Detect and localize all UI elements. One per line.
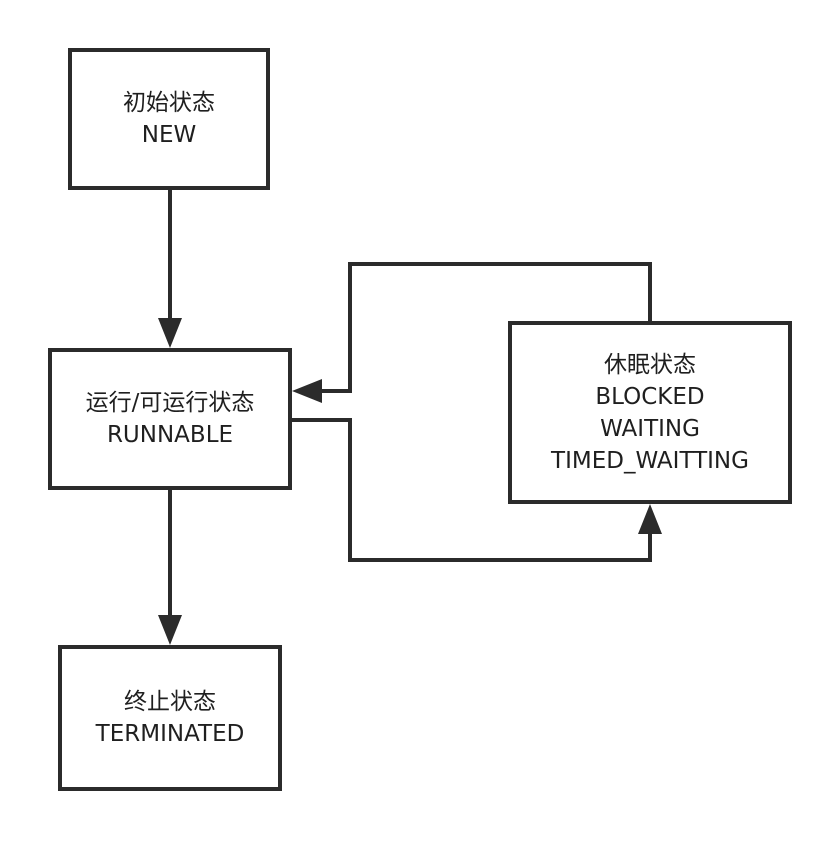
arrow-new-to-runnable [158,190,182,348]
state-blocked-code-blocked: BLOCKED [595,383,705,410]
state-terminated-box: 终止状态 TERMINATED [58,645,282,791]
state-blocked-name: 休眠状态 [604,351,696,378]
state-runnable-name: 运行/可运行状态 [85,390,255,416]
state-new-name: 初始状态 [123,90,215,116]
arrowhead-runnable-to-blocked [638,504,662,534]
arrowhead-blocked-to-runnable [292,379,322,403]
arrow-blocked-to-runnable [292,262,652,403]
state-terminated-name: 终止状态 [124,689,216,715]
state-new-box: 初始状态 NEW [68,48,270,190]
state-new-code: NEW [141,122,197,148]
state-blocked-box: 休眠状态 BLOCKED WAITING TIMED_WAITTING [508,321,792,504]
state-terminated-code: TERMINATED [95,721,245,747]
arrow-runnable-to-terminated [158,490,182,645]
state-runnable-box: 运行/可运行状态 RUNNABLE [48,348,292,490]
state-blocked-code-timed-waiting: TIMED_WAITTING [551,447,749,474]
arrowhead-new-to-runnable [158,318,182,348]
state-runnable-code: RUNNABLE [106,422,234,448]
arrow-runnable-to-blocked [292,418,662,562]
arrowhead-runnable-to-terminated [158,615,182,645]
state-blocked-code-waiting: WAITING [600,415,700,442]
